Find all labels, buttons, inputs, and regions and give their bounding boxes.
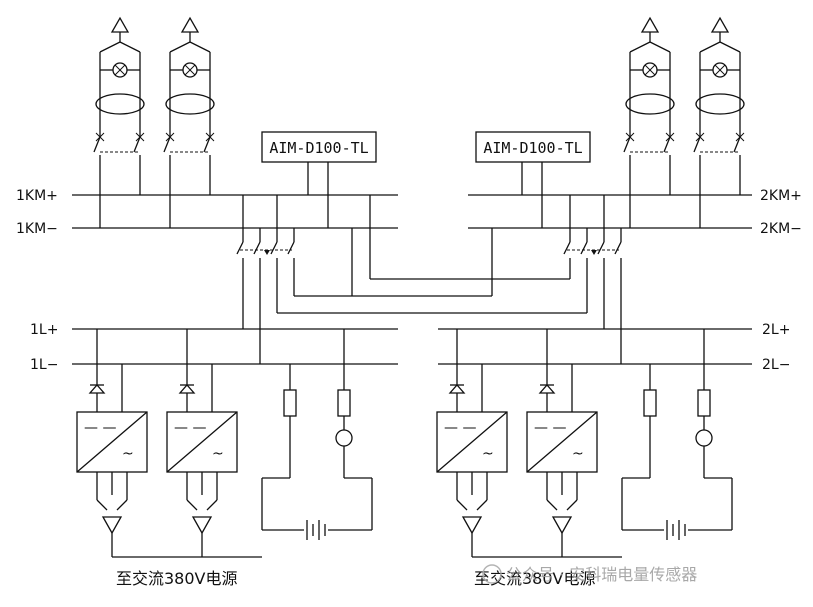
watermark-text: 公众号 · 安科瑞电量传感器	[506, 565, 697, 584]
feeder	[163, 16, 215, 228]
charger-module: — — ~	[76, 329, 148, 557]
svg-text:— —: — —	[444, 420, 476, 436]
ac-dc-converter-icon: — — ~	[76, 411, 148, 473]
feeder-group-1	[93, 16, 215, 228]
indicator-lamp-icon	[335, 429, 353, 447]
indicator-lamp-icon	[695, 429, 713, 447]
operator-mark-icon	[264, 250, 270, 255]
bus-bars	[72, 194, 752, 365]
module-right-box	[475, 131, 591, 163]
watermark: 公众号 · 安科瑞电量传感器	[482, 564, 697, 584]
charger-module: — — ~	[166, 329, 238, 557]
label-2l-pos: 2L+	[762, 322, 790, 338]
battery-icon	[306, 520, 326, 540]
lamp-cross-icon	[700, 62, 740, 78]
lamp-cross-icon	[170, 62, 210, 78]
svg-text:— —: — —	[84, 420, 116, 436]
module-right-label: AIM-D100-TL	[483, 139, 582, 157]
charger-module: — — ~	[436, 329, 508, 557]
module-left-label: AIM-D100-TL	[269, 139, 368, 157]
feeder-group-2	[623, 16, 745, 228]
arrow-up-icon	[710, 16, 730, 33]
module-right: AIM-D100-TL	[475, 131, 591, 228]
current-transformer-icon	[695, 93, 745, 115]
arrow-down-icon	[191, 516, 213, 535]
tie-switch-right	[563, 195, 622, 364]
feeder	[623, 16, 675, 228]
fuse-icon	[697, 389, 711, 417]
label-1km-pos: 1KM+	[16, 188, 58, 204]
tie-switch-left	[236, 195, 295, 364]
arrow-up-icon	[640, 16, 660, 33]
diode-icon	[178, 384, 196, 394]
caption-left: 至交流380V电源	[116, 569, 238, 588]
lamp-cross-icon	[630, 62, 670, 78]
breaker-switch-icon	[623, 132, 675, 228]
svg-text:~: ~	[482, 446, 494, 462]
current-transformer-icon	[625, 93, 675, 115]
diode-icon	[538, 384, 556, 394]
lamp-cross-icon	[100, 62, 140, 78]
svg-text:~: ~	[212, 446, 224, 462]
charger-module: — — ~	[526, 329, 598, 557]
module-left: AIM-D100-TL	[261, 131, 377, 228]
battery-circuit	[621, 329, 733, 540]
module-left-box	[261, 131, 377, 163]
cross-wiring	[277, 195, 587, 314]
caption-right: 至交流380V电源	[474, 569, 596, 588]
battery-circuit	[261, 329, 373, 540]
current-transformer-icon	[165, 93, 215, 115]
diode-icon	[448, 384, 466, 394]
label-1l-neg: 1L−	[30, 357, 58, 373]
label-1l-pos: 1L+	[30, 322, 58, 338]
label-2l-neg: 2L−	[762, 357, 790, 373]
fuse-icon	[643, 389, 657, 417]
arrow-up-icon	[110, 16, 130, 33]
feeder	[93, 16, 145, 228]
breaker-switch-icon	[693, 132, 745, 228]
diode-icon	[88, 384, 106, 394]
svg-text:— —: — —	[534, 420, 566, 436]
current-transformer-icon	[95, 93, 145, 115]
svg-text:~: ~	[122, 446, 134, 462]
breaker-switch-icon	[163, 132, 215, 228]
label-2km-neg: 2KM−	[760, 221, 802, 237]
dc-section-left: — — ~ — — ~	[76, 329, 373, 558]
operator-mark-icon	[591, 250, 597, 255]
battery-icon	[666, 520, 686, 540]
svg-text:— —: — —	[174, 420, 206, 436]
wechat-icon	[482, 564, 502, 584]
label-2km-pos: 2KM+	[760, 188, 802, 204]
ac-dc-converter-icon: — — ~	[166, 411, 238, 473]
feeder	[693, 16, 745, 228]
ac-dc-converter-icon: — — ~	[526, 411, 598, 473]
arrow-down-icon	[551, 516, 573, 535]
dc-section-right: — — ~ — — ~	[436, 329, 733, 558]
svg-text:~: ~	[572, 446, 584, 462]
arrow-down-icon	[461, 516, 483, 535]
label-1km-neg: 1KM−	[16, 221, 58, 237]
arrow-up-icon	[180, 16, 200, 33]
fuse-icon	[283, 389, 297, 417]
arrow-down-icon	[101, 516, 123, 535]
ac-dc-converter-icon: — — ~	[436, 411, 508, 473]
breaker-switch-icon	[93, 132, 145, 228]
fuse-icon	[337, 389, 351, 417]
